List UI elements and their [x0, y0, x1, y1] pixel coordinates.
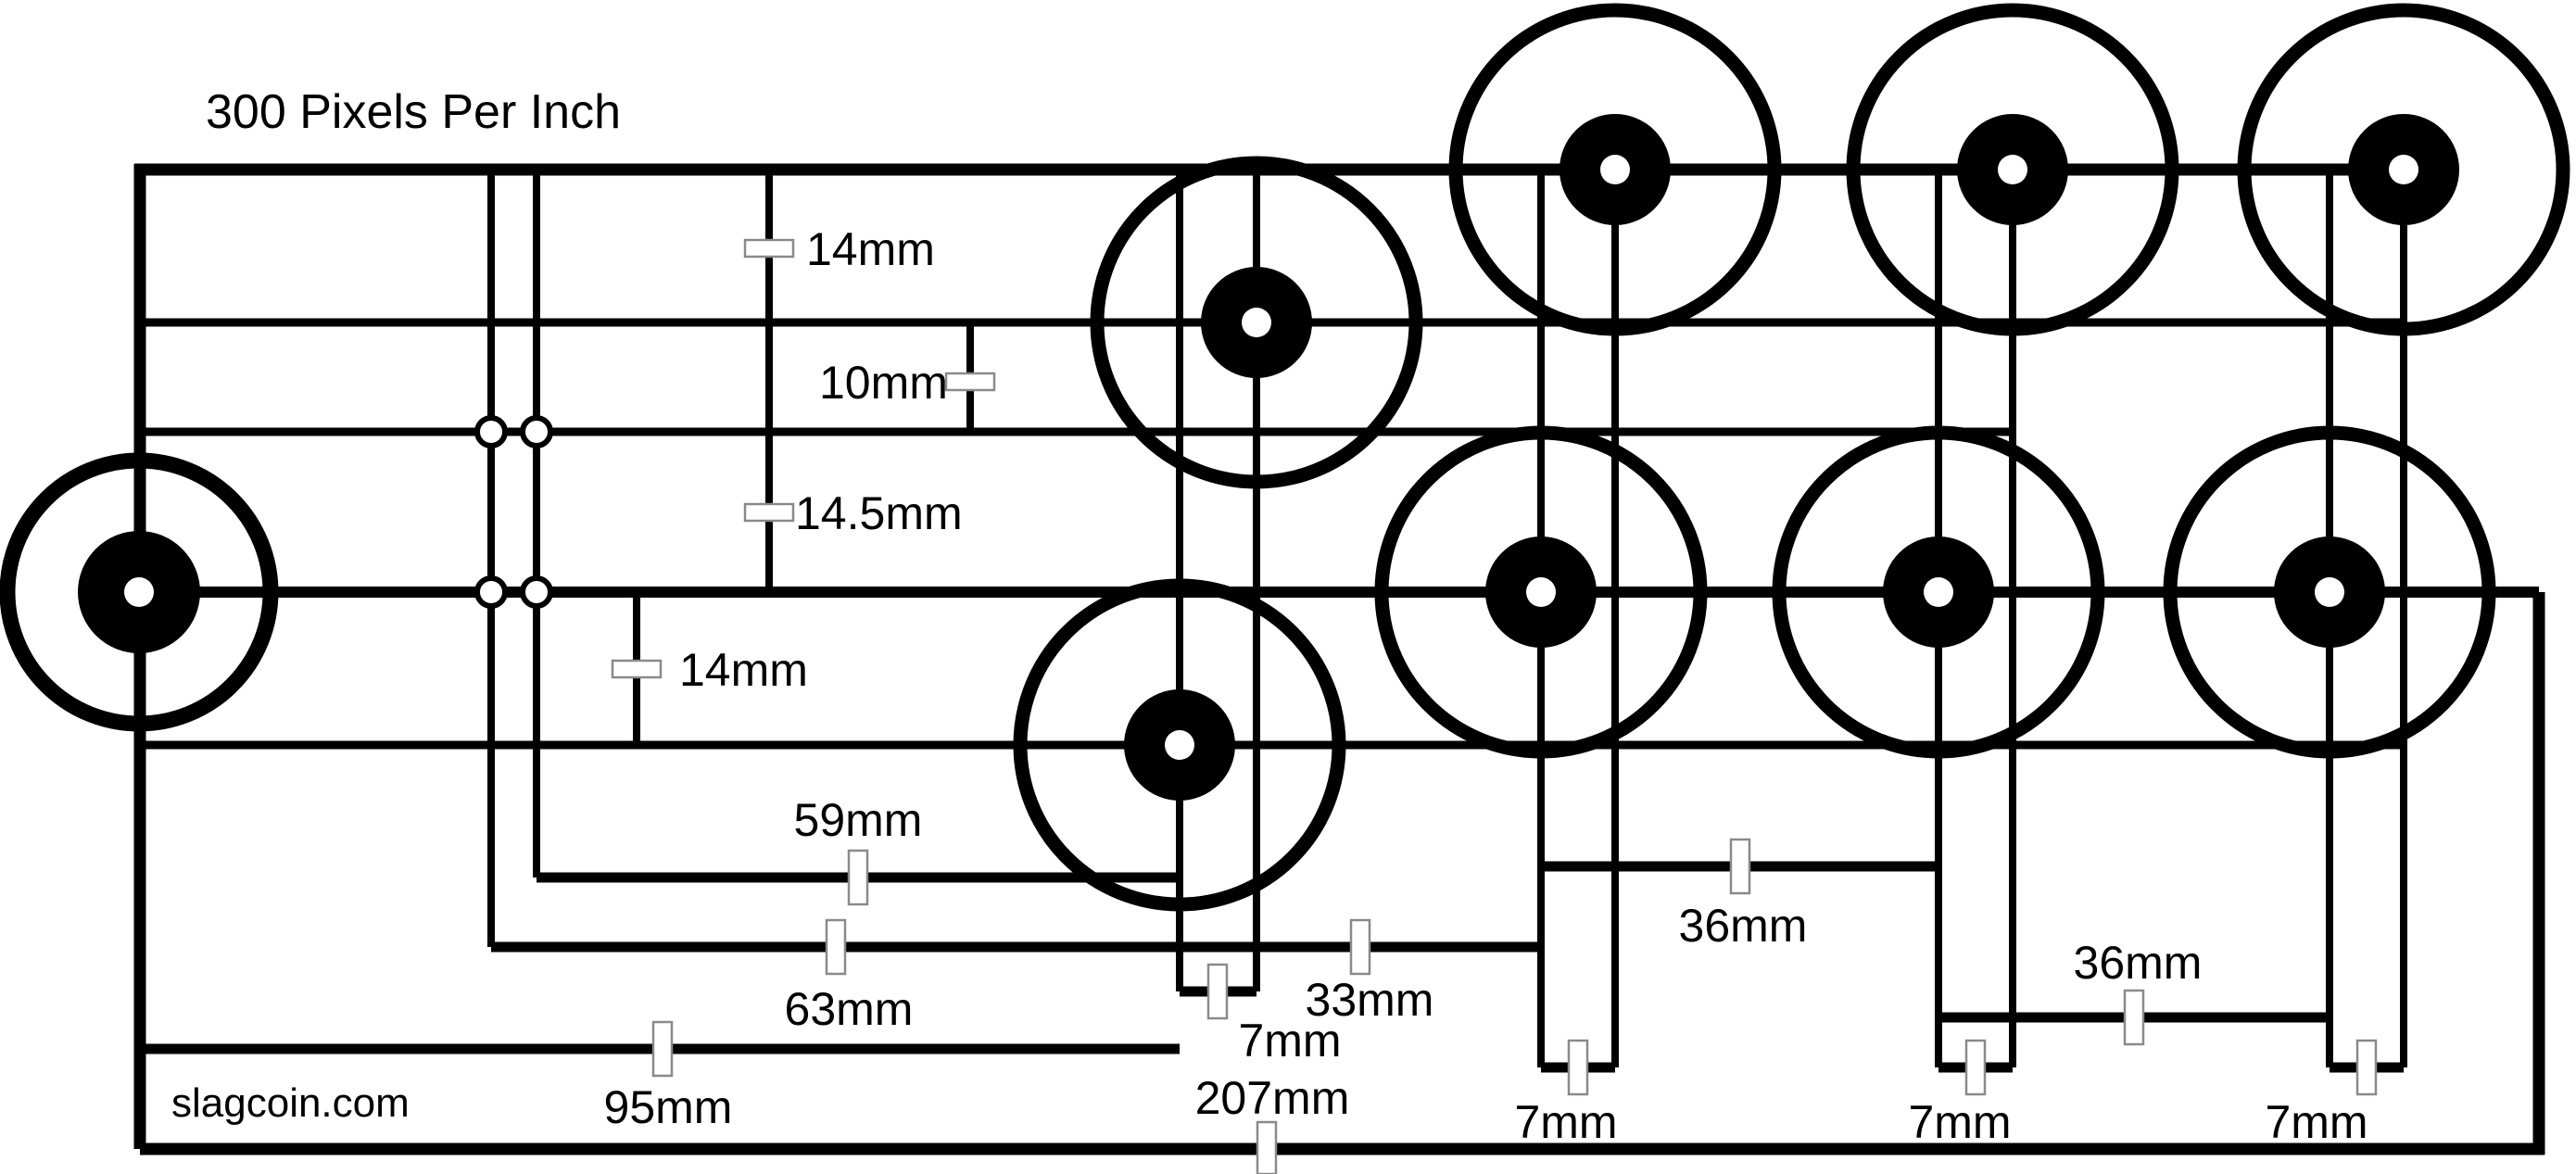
button-ring: [1013, 578, 1346, 912]
button-mid-2: [1772, 425, 2105, 759]
label-14mm-top: 14mm: [806, 223, 935, 275]
label-7mm-center: 7mm: [1238, 1015, 1341, 1067]
button-center-hole: [1924, 577, 1953, 607]
button-mid-1: [1374, 425, 1708, 759]
label-14mm-lower: 14mm: [679, 644, 808, 696]
tick-7mm-center: [1206, 963, 1229, 1020]
label-63mm: 63mm: [785, 983, 914, 1035]
button-lower-center: [1013, 578, 1346, 912]
mount-holes: [474, 415, 553, 609]
label-59mm: 59mm: [794, 794, 923, 846]
tick-14mm-top: [743, 238, 795, 259]
mount-hole-top-right: [520, 415, 553, 448]
button-ring: [1090, 156, 1423, 489]
mount-hole-top-left: [474, 415, 508, 448]
page-title: 300 Pixels Per Inch: [206, 85, 621, 139]
button-top-3: [2237, 3, 2570, 336]
mount-hole-bottom-right: [520, 575, 553, 609]
button-mid-3: [2163, 425, 2496, 759]
mount-hole-bottom-left: [474, 575, 508, 609]
label-207mm: 207mm: [1195, 1072, 1350, 1124]
tick-10mm: [944, 372, 996, 392]
label-14-5mm: 14.5mm: [795, 487, 963, 539]
button-center-hole: [1242, 308, 1271, 337]
tick-7mm-col2: [1964, 1039, 1987, 1096]
tick-63mm: [825, 918, 847, 976]
tick-95mm: [651, 1020, 674, 1078]
button-ring: [2163, 425, 2496, 759]
joystick-outer-ring: [0, 452, 279, 732]
button-center-hole: [1998, 155, 2027, 184]
button-ring: [1846, 3, 2179, 336]
label-7mm-col2: 7mm: [1908, 1096, 2011, 1148]
label-95mm: 95mm: [604, 1081, 733, 1133]
tick-36mm-a: [1729, 838, 1751, 895]
label-10mm: 10mm: [819, 357, 948, 409]
button-top-1: [1448, 3, 1782, 336]
label-36mm-a: 36mm: [1679, 900, 1808, 952]
button-ring: [1448, 3, 1782, 336]
tick-14mm-lower: [611, 659, 663, 679]
button-ring: [2237, 3, 2570, 336]
measurement-ticks: [611, 238, 2378, 1174]
tick-7mm-col1: [1567, 1039, 1589, 1096]
button-ring: [1772, 425, 2105, 759]
tick-59mm: [847, 849, 869, 906]
button-ring: [1374, 425, 1708, 759]
button-center-hole: [1600, 155, 1630, 184]
label-7mm-col1: 7mm: [1514, 1096, 1617, 1148]
button-center-hole: [2315, 577, 2344, 607]
label-36mm-b: 36mm: [2074, 937, 2203, 989]
joystick-center-hole: [124, 577, 154, 607]
label-7mm-col3: 7mm: [2265, 1096, 2368, 1148]
tick-36mm-b: [2123, 989, 2145, 1046]
button-center-hole: [2389, 155, 2418, 184]
label-33mm: 33mm: [1306, 974, 1434, 1026]
button-center-hole: [1165, 730, 1194, 760]
button-center-hole: [1526, 577, 1556, 607]
joystick-hole: [0, 452, 279, 732]
button-top-2: [1846, 3, 2179, 336]
tick-207mm: [1256, 1120, 1278, 1174]
tick-33mm: [1349, 918, 1371, 976]
tick-14-5mm: [743, 502, 795, 523]
tick-7mm-col3: [2355, 1039, 2378, 1096]
button-upper-center: [1090, 156, 1423, 489]
watermark-site-name: slagcoin.com: [171, 1080, 410, 1126]
